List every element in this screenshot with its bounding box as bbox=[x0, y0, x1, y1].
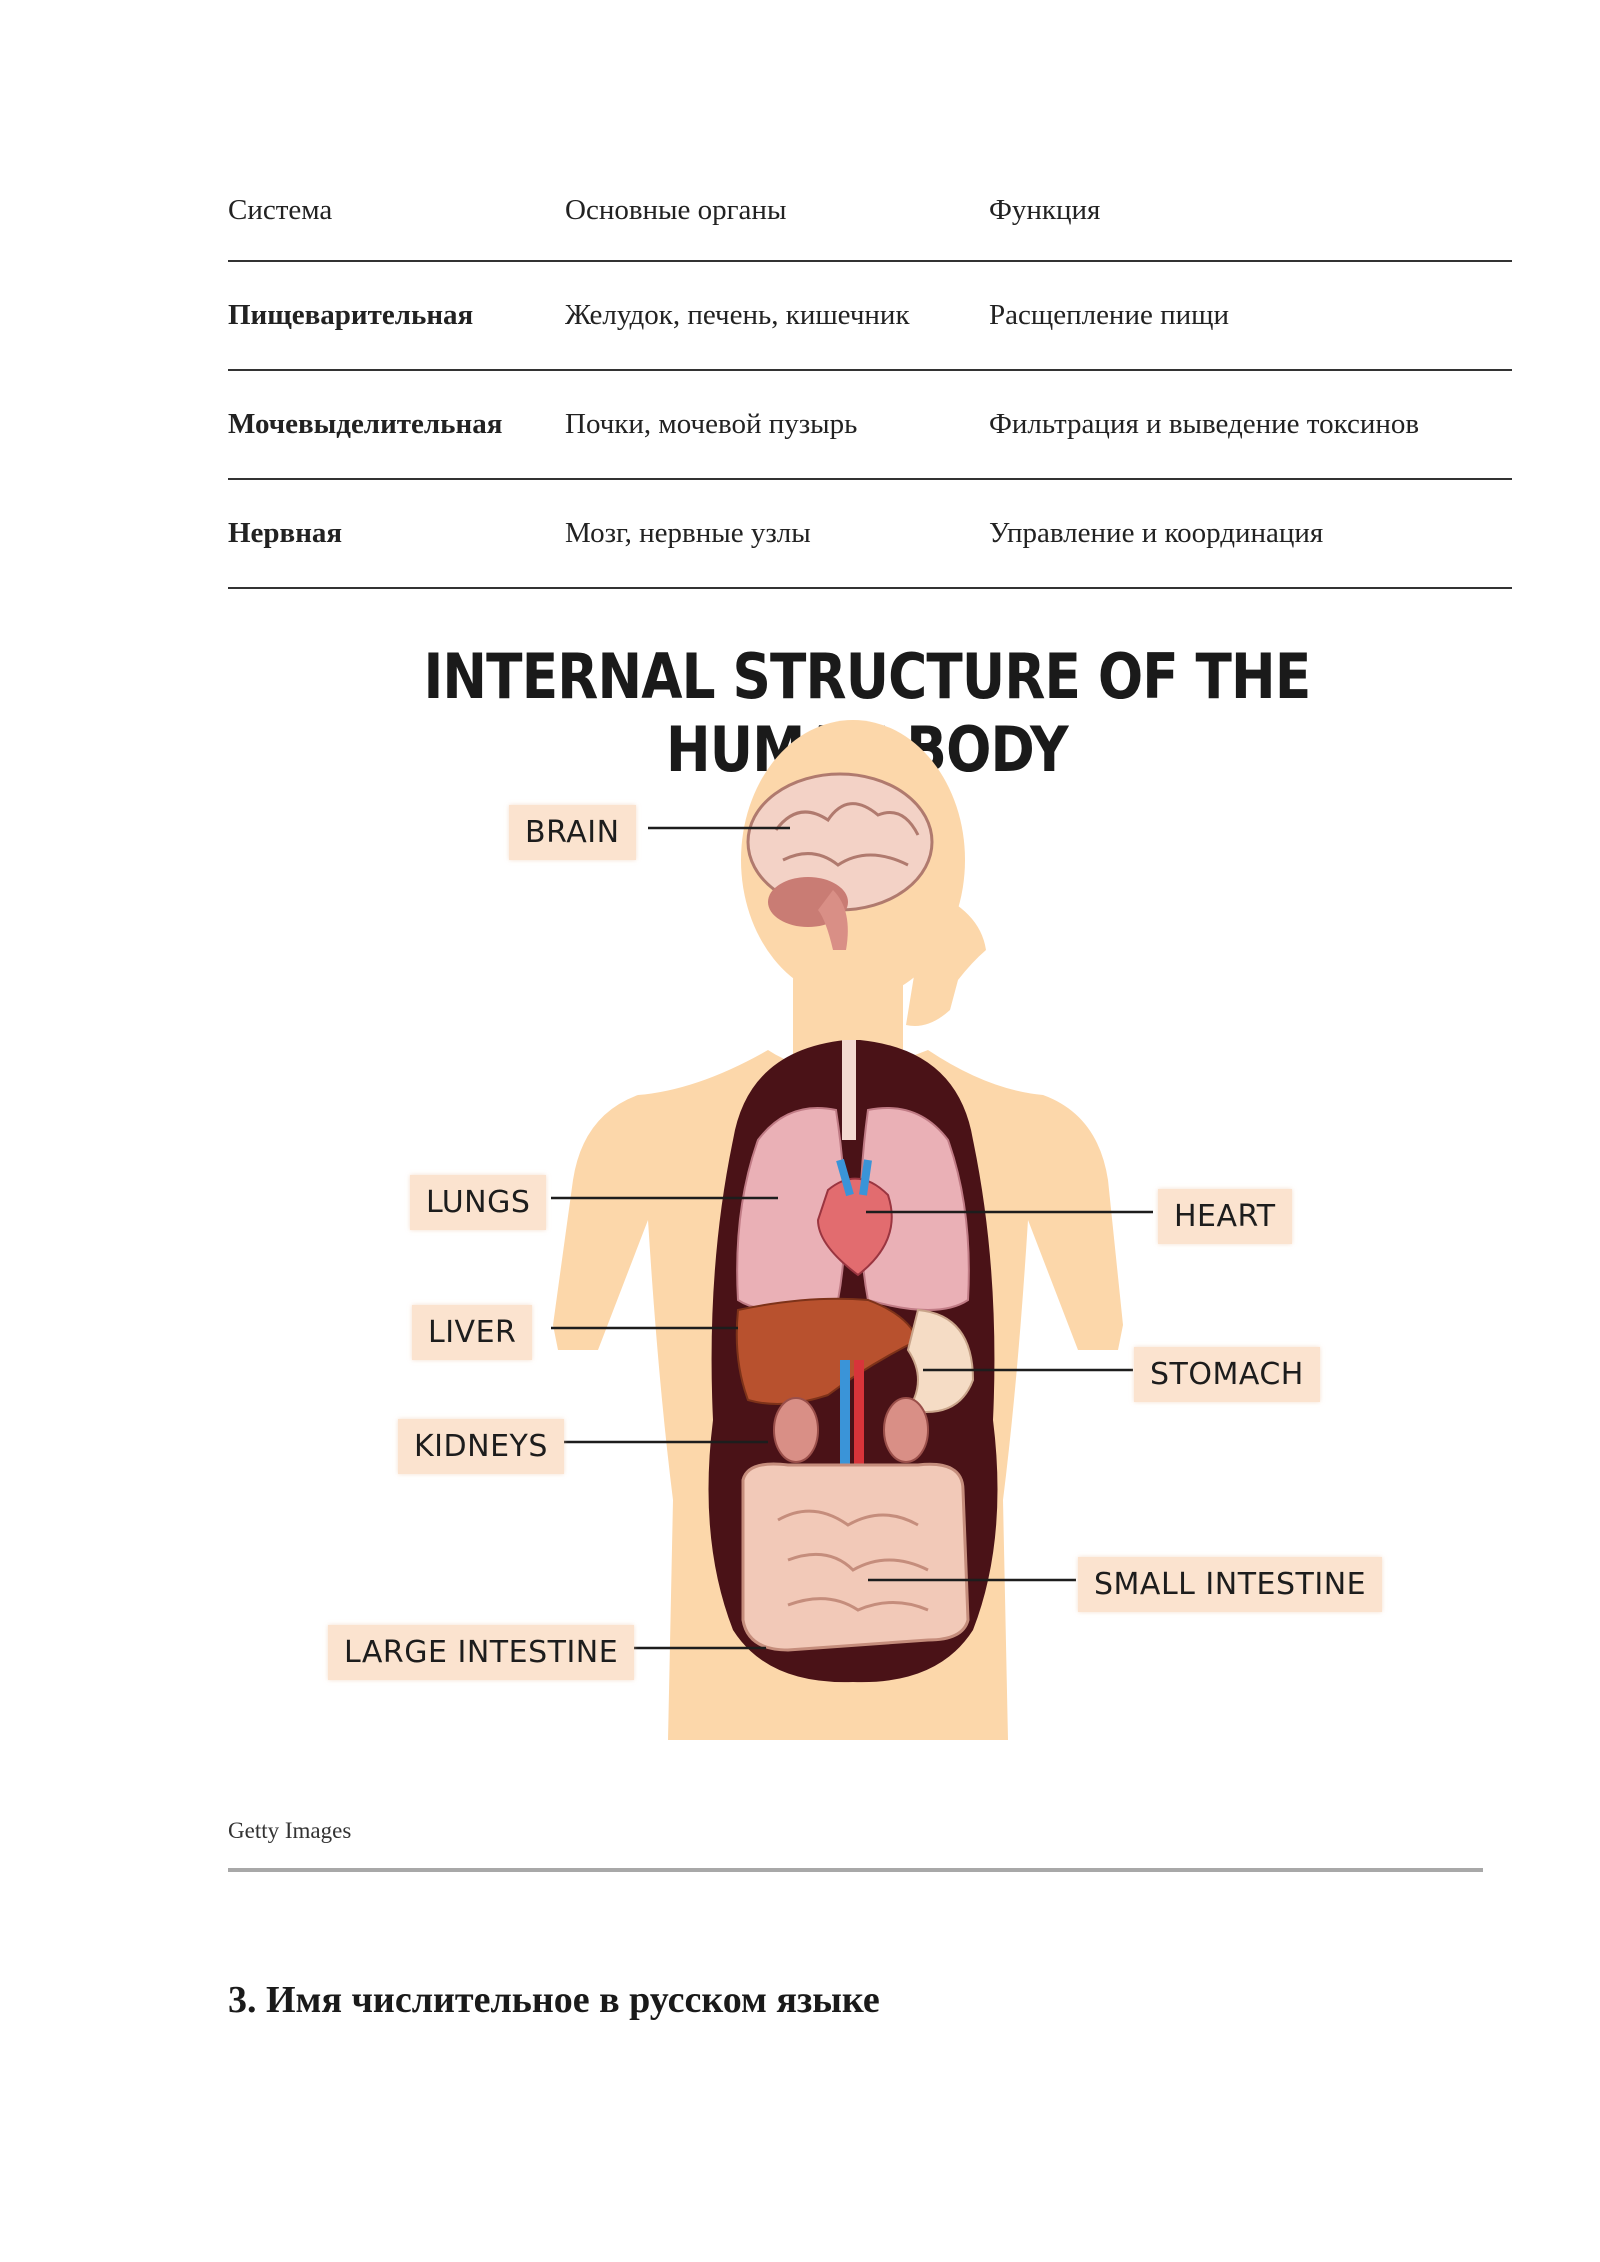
anatomy-figure: INTERNAL STRUCTURE OF THE HUMAN BODY bbox=[228, 620, 1512, 1760]
column-header-system: Система bbox=[228, 160, 565, 262]
system-cell: Пищеварительная bbox=[228, 261, 565, 371]
system-cell: Мочевыделительная bbox=[228, 370, 565, 480]
label-small-intestine: SMALL INTESTINE bbox=[1078, 1557, 1383, 1612]
table-row: Мочевыделительная Почки, мочевой пузырь … bbox=[228, 370, 1512, 480]
image-caption: Getty Images bbox=[228, 1818, 352, 1843]
body-systems-table: Система Основные органы Функция Пищевари… bbox=[228, 160, 1512, 589]
lungs-organ bbox=[736, 1107, 970, 1311]
liver-organ bbox=[735, 1297, 920, 1405]
leader-lines bbox=[551, 826, 1153, 1650]
label-brain: BRAIN bbox=[509, 805, 636, 860]
organs-cell: Желудок, печень, кишечник bbox=[565, 261, 989, 371]
label-heart: HEART bbox=[1158, 1189, 1292, 1244]
table-row: Нервная Мозг, нервные узлы Управление и … bbox=[228, 479, 1512, 589]
kidneys-organ bbox=[773, 1360, 929, 1510]
label-large-intestine: LARGE INTESTINE bbox=[328, 1625, 635, 1680]
label-liver: LIVER bbox=[412, 1305, 533, 1360]
table-row: Пищеварительная Желудок, печень, кишечни… bbox=[228, 261, 1512, 371]
brain-organ bbox=[746, 772, 934, 950]
horizontal-divider bbox=[228, 1868, 1483, 1872]
system-cell: Нервная bbox=[228, 479, 565, 589]
function-cell: Фильтрация и выведение токсинов bbox=[989, 370, 1512, 480]
stomach-organ bbox=[906, 1308, 975, 1413]
function-cell: Управление и координация bbox=[989, 479, 1512, 589]
label-stomach: STOMACH bbox=[1134, 1347, 1320, 1402]
function-cell: Расщепление пищи bbox=[989, 261, 1512, 371]
organs-cell: Мозг, нервные узлы bbox=[565, 479, 989, 589]
human-body-illustration bbox=[551, 720, 1153, 1740]
table-header-row: Система Основные органы Функция bbox=[228, 160, 1512, 262]
label-lungs: LUNGS bbox=[410, 1175, 547, 1230]
organs-cell: Почки, мочевой пузырь bbox=[565, 370, 989, 480]
figure-title: INTERNAL STRUCTURE OF THE HUMAN BODY bbox=[423, 640, 1311, 786]
column-header-organs: Основные органы bbox=[565, 160, 989, 262]
intestines-organ bbox=[741, 1462, 970, 1652]
label-kidneys: KIDNEYS bbox=[398, 1419, 564, 1474]
section-heading: 3. Имя числительное в русском языке bbox=[228, 1979, 880, 2021]
heart-organ bbox=[816, 1158, 893, 1277]
column-header-function: Функция bbox=[989, 160, 1512, 262]
